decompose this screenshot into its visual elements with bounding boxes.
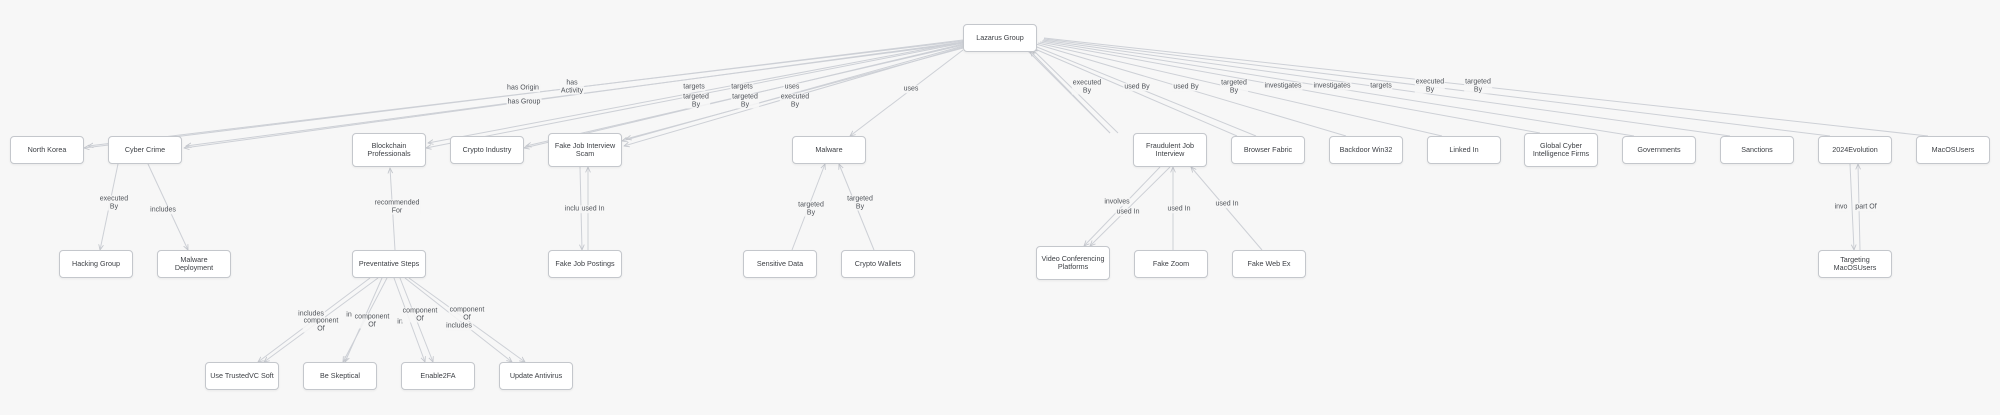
node-be-skeptical[interactable]: Be Skeptical <box>303 362 377 390</box>
edge-label-targeted-by-6: targeted By <box>846 195 874 211</box>
node-2024-evolution[interactable]: 2024Evolution <box>1818 136 1892 164</box>
node-video-conferencing-platforms[interactable]: Video Conferencing Platforms <box>1036 246 1110 280</box>
node-north-korea[interactable]: North Korea <box>10 136 84 164</box>
edge-label-targets-3: targets <box>1369 82 1393 90</box>
node-fake-job-postings[interactable]: Fake Job Postings <box>548 250 622 278</box>
edge-label-uses-1: uses <box>783 83 801 91</box>
graph-edge <box>850 49 964 136</box>
node-fake-web-ex[interactable]: Fake Web Ex <box>1232 250 1306 278</box>
node-enable-2fa[interactable]: Enable2FA <box>401 362 475 390</box>
edge-label-used-by-1: used By <box>1123 83 1151 91</box>
edge-label-includes-2: inclu <box>563 205 581 213</box>
edge-label-used-in-2: used In <box>1115 208 1141 216</box>
node-sensitive-data[interactable]: Sensitive Data <box>743 250 817 278</box>
node-macos-users[interactable]: MacOSUsers <box>1916 136 1990 164</box>
graph-edge <box>1090 166 1171 246</box>
node-sanctions[interactable]: Sanctions <box>1720 136 1794 164</box>
edge-label-executed-by-2: executed By <box>1071 79 1103 95</box>
graph-edge <box>1030 51 1111 134</box>
edge-label-has-group: has Group <box>506 98 542 106</box>
edge-label-targets-1: targets <box>682 83 706 91</box>
node-malware[interactable]: Malware <box>792 136 866 164</box>
edge-label-used-in-1: used In <box>580 205 606 213</box>
edge-label-component-of-2: component Of <box>353 313 391 329</box>
node-fake-zoom[interactable]: Fake Zoom <box>1134 250 1208 278</box>
node-backdoor-win32[interactable]: Backdoor Win32 <box>1329 136 1403 164</box>
edge-label-part-of: part Of <box>1854 203 1878 211</box>
node-linked-in[interactable]: Linked In <box>1427 136 1501 164</box>
edge-label-involves: involves <box>1103 198 1131 206</box>
edge-label-includes-3: includes <box>297 310 325 318</box>
edge-label-includes-5: in <box>396 318 404 326</box>
graph-edge <box>88 40 964 146</box>
edge-label-executed-by-1: executed By <box>779 93 811 109</box>
edge-label-executed-by-4: executed By <box>98 195 130 211</box>
edge-label-includes-1: includes <box>149 206 177 214</box>
edge-label-has-origin: has Origin <box>506 84 540 92</box>
graph-edge <box>186 42 964 146</box>
edge-label-used-in-4: used In <box>1214 200 1240 208</box>
edge-label-investigates-2: investigates <box>1312 82 1352 90</box>
edge-label-investigates-1: investigates <box>1263 82 1303 90</box>
edge-label-component-of-1: component Of <box>302 317 340 333</box>
node-browser-fabric[interactable]: Browser Fabric <box>1231 136 1305 164</box>
node-fake-job-interview-scam[interactable]: Fake Job Interview Scam <box>548 133 622 167</box>
node-targeting-macos-users[interactable]: Targeting MacOSUsers <box>1818 250 1892 278</box>
edge-label-targeted-by-4: targeted By <box>1464 78 1492 94</box>
node-hacking-group[interactable]: Hacking Group <box>59 250 133 278</box>
edge-label-targeted-by-1: targeted By <box>682 93 710 109</box>
edge-label-involves-2: invo <box>1833 203 1849 211</box>
edge-label-component-of-3: component Of <box>401 307 439 323</box>
edge-label-targeted-by-5: targeted By <box>797 201 825 217</box>
node-blockchain-professionals[interactable]: Blockchain Professionals <box>352 133 426 167</box>
node-crypto-wallets[interactable]: Crypto Wallets <box>841 250 915 278</box>
node-global-cyber-intelligence-firms[interactable]: Global Cyber Intelligence Firms <box>1524 133 1598 167</box>
edge-label-targeted-by-3: targeted By <box>1220 79 1248 95</box>
graph-edge <box>1191 167 1263 251</box>
edge-label-includes-4: in <box>345 311 353 319</box>
edge-label-targeted-by-2: targeted By <box>731 93 759 109</box>
graph-edge <box>1084 166 1161 246</box>
edge-label-targets-2: targets <box>730 83 754 91</box>
node-preventative-steps[interactable]: Preventative Steps <box>352 250 426 278</box>
node-governments[interactable]: Governments <box>1622 136 1696 164</box>
edge-label-component-of-4: component Of <box>448 306 486 322</box>
node-cyber-crime[interactable]: Cyber Crime <box>108 136 182 164</box>
node-fraudulent-job-interview[interactable]: Fraudulent Job Interview <box>1133 133 1207 167</box>
graph-edge <box>1849 163 1854 250</box>
edge-label-uses-2: uses <box>902 85 920 93</box>
node-update-antivirus[interactable]: Update Antivirus <box>499 362 573 390</box>
edge-label-executed-by-3: executed By <box>1414 78 1446 94</box>
node-malware-deployment[interactable]: Malware Deployment <box>157 250 231 278</box>
edge-label-recommended-for: recommended For <box>373 199 421 215</box>
edge-label-includes-6: includes <box>445 322 473 330</box>
edge-label-used-by-2: used By <box>1172 83 1200 91</box>
graph-edge <box>1027 45 1238 137</box>
node-crypto-industry[interactable]: Crypto Industry <box>450 136 524 164</box>
node-lazarus-group[interactable]: Lazarus Group <box>963 24 1037 52</box>
edge-label-used-in-3: used In <box>1166 205 1192 213</box>
edge-label-has-activity: has Activity <box>559 79 585 95</box>
node-use-trusted-vc-soft[interactable]: Use TrustedVC Soft <box>205 362 279 390</box>
graph-edge <box>428 41 964 143</box>
